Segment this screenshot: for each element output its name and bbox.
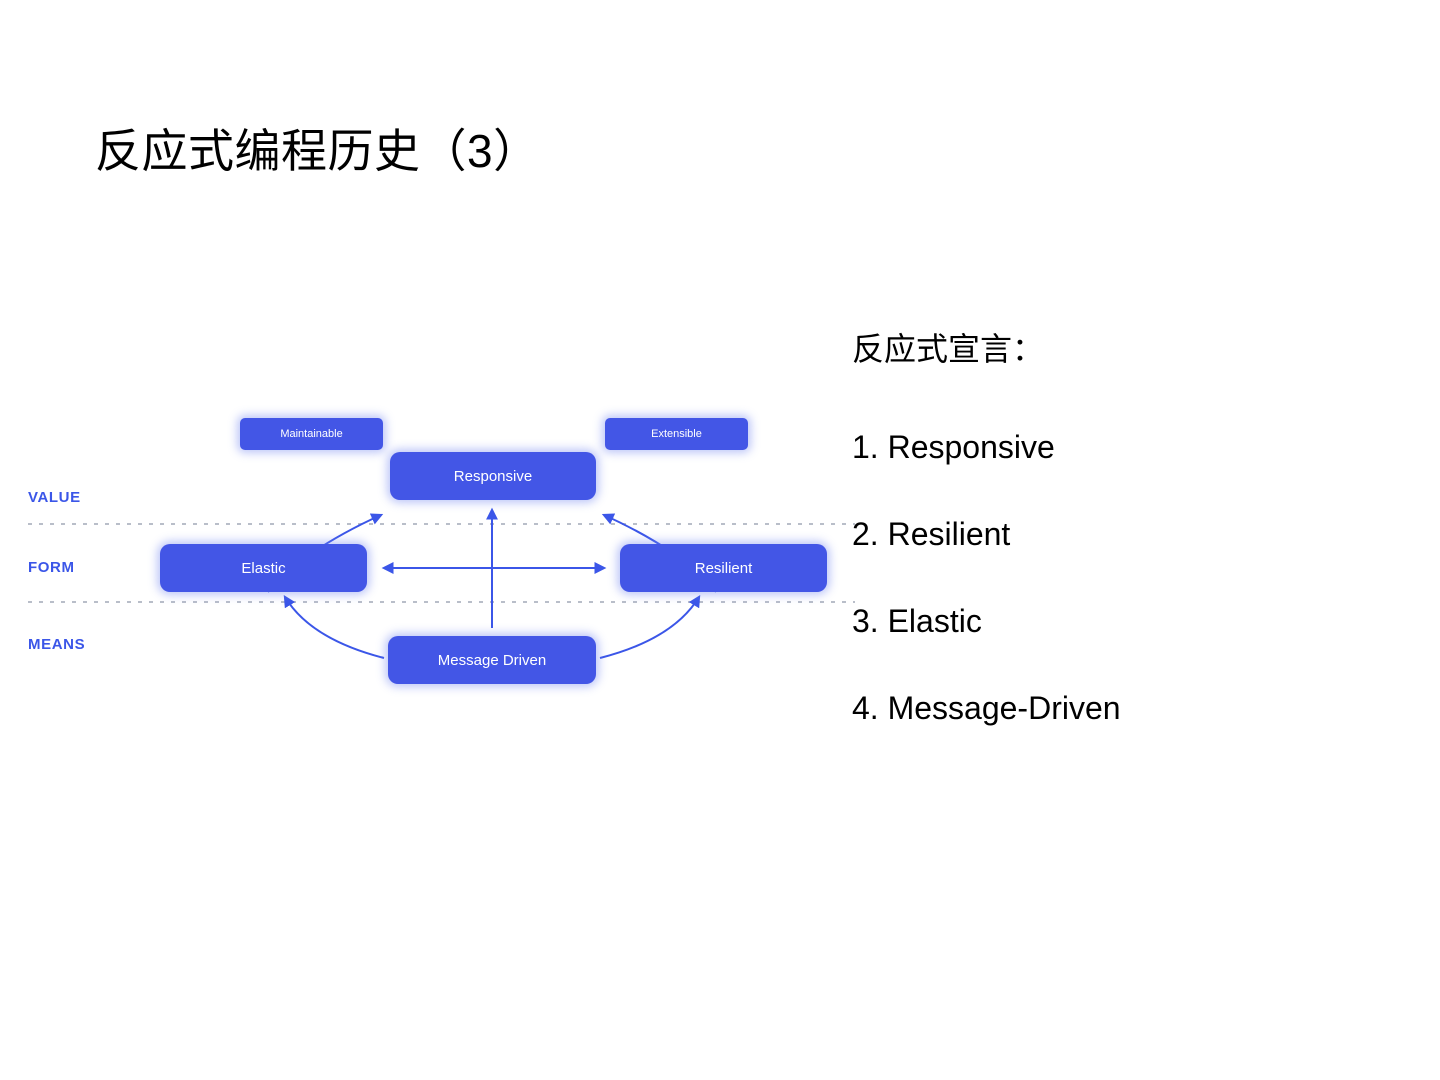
diagram-node-responsive: Responsive [390, 452, 596, 500]
arrow-message-elastic [283, 594, 385, 659]
axis-label-value: VALUE [28, 489, 81, 506]
list-item: 3. Elastic [852, 603, 982, 639]
list-item: 2. Resilient [852, 516, 1011, 552]
reactive-manifesto-diagram: VALUE FORM MEANS Maintainable Extensible… [0, 390, 880, 700]
manifesto-list: 1. Responsive 2. Resilient 3. Elastic 4.… [852, 426, 1372, 729]
diagram-node-resilient: Resilient [620, 544, 827, 592]
diagram-node-message-driven: Message Driven [388, 636, 596, 684]
arrow-message-resilient [599, 594, 701, 659]
list-item: 1. Responsive [852, 429, 1055, 465]
page-title: 反应式编程历史（3） [95, 125, 540, 177]
manifesto-block: 反应式宣言： 1. Responsive 2. Resilient 3. Ela… [852, 328, 1372, 729]
manifesto-heading: 反应式宣言： [852, 331, 1045, 367]
axis-label-means: MEANS [28, 636, 86, 653]
axis-label-form: FORM [28, 559, 75, 576]
diagram-node-extensible: Extensible [605, 418, 748, 450]
list-item: 4. Message-Driven [852, 690, 1121, 726]
diagram-node-maintainable: Maintainable [240, 418, 383, 450]
diagram-node-elastic: Elastic [160, 544, 367, 592]
